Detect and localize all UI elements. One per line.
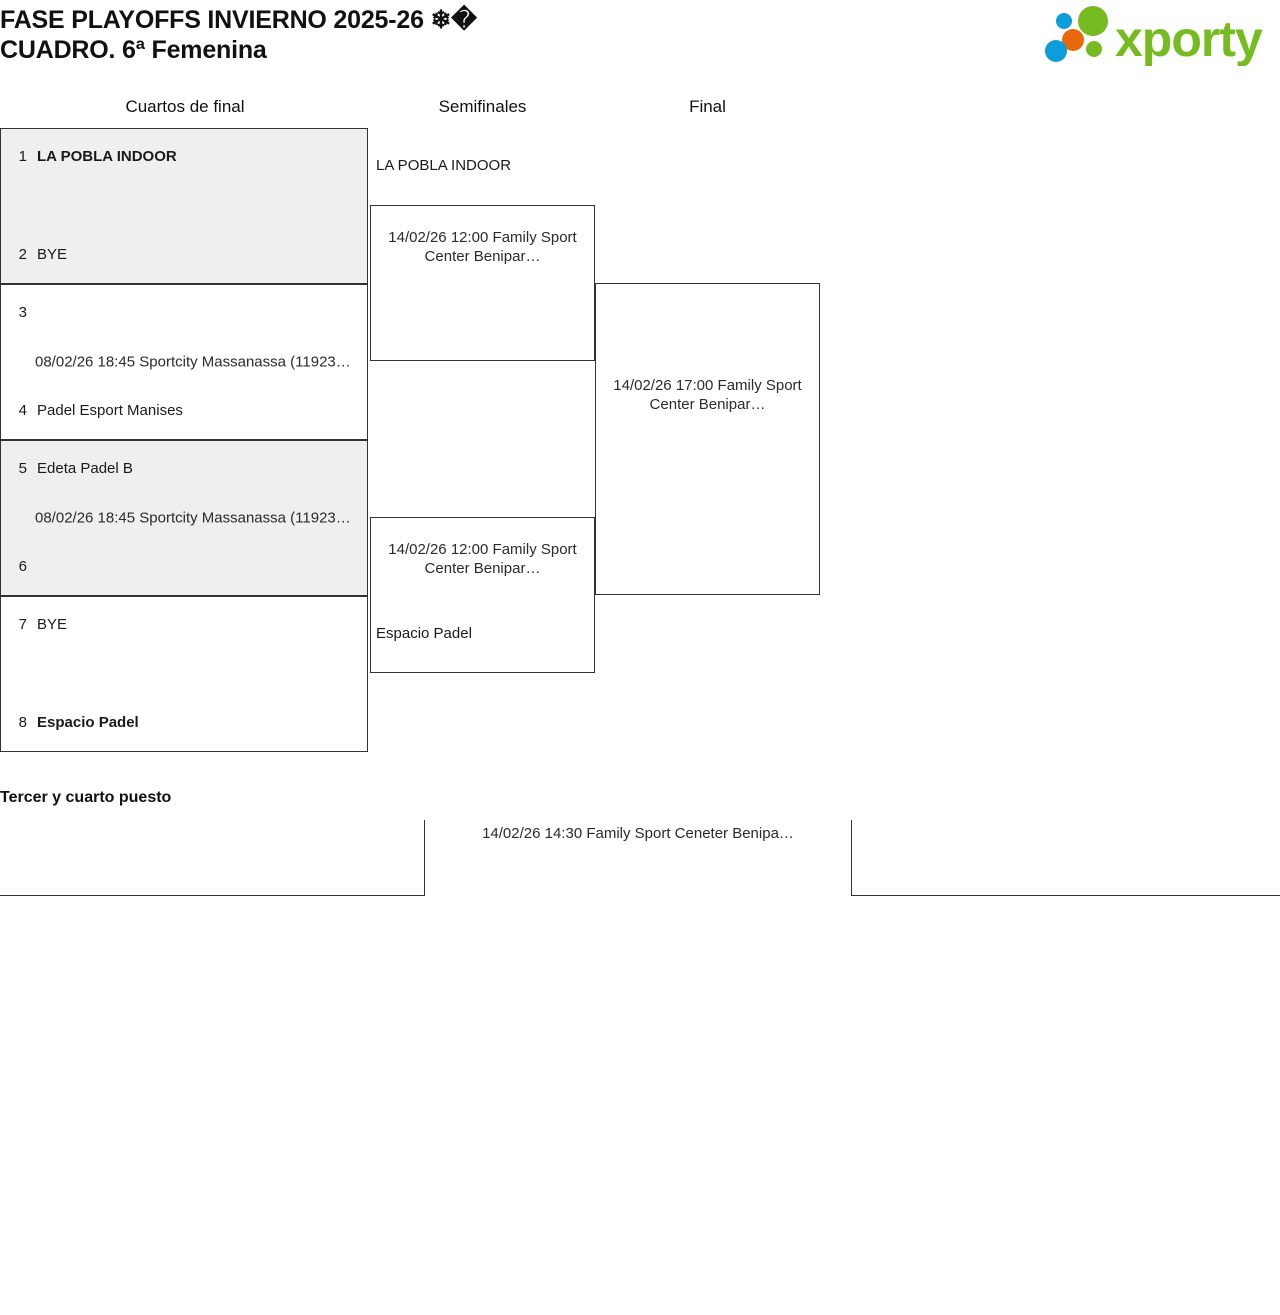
match-info: 08/02/26 18:45 Sportcity Massanassa (119… xyxy=(35,509,351,527)
seed-number: 4 xyxy=(18,402,27,419)
match-info: 14/02/26 17:00 Family Sport Center Benip… xyxy=(613,377,802,413)
quarterfinal-match-2[interactable]: 3 08/02/26 18:45 Sportcity Massanassa (1… xyxy=(0,284,368,440)
round-header-final: Final xyxy=(689,97,726,116)
seed-number: 2 xyxy=(18,246,27,263)
bracket-slot-seed-7[interactable]: 7 BYE xyxy=(1,614,367,636)
bracket-slot-seed-3[interactable]: 3 xyxy=(1,302,367,324)
team-name: Espacio Padel xyxy=(37,714,139,731)
team-name: Padel Esport Manises xyxy=(37,402,183,419)
bracket-slot-seed-1[interactable]: 1 LA POBLA INDOOR xyxy=(1,146,367,168)
page-title: FASE PLAYOFFS INVIERNO 2025-26 ❄� CUADRO… xyxy=(0,6,477,64)
third-place-match-info: 14/02/26 14:30 Family Sport Ceneter Beni… xyxy=(482,825,794,842)
team-name: Edeta Padel B xyxy=(37,460,133,477)
team-name: BYE xyxy=(37,616,68,633)
semifinal-1-advancing-team: LA POBLA INDOOR xyxy=(376,157,512,174)
bracket-slot-seed-5[interactable]: 5 Edeta Padel B xyxy=(1,458,367,480)
quarterfinal-match-1[interactable]: 1 LA POBLA INDOOR 2 BYE xyxy=(0,128,368,284)
svg-text:xporty: xporty xyxy=(1115,11,1263,66)
match-info: 08/02/26 18:45 Sportcity Massanassa (119… xyxy=(35,353,351,371)
semifinal-match-2[interactable]: 14/02/26 12:00 Family Sport Center Benip… xyxy=(370,517,595,673)
quarterfinal-match-4[interactable]: 7 BYE 8 Espacio Padel xyxy=(0,596,368,752)
third-place-left-slot[interactable] xyxy=(0,820,425,896)
bracket-slot-seed-6[interactable]: 6 xyxy=(1,556,367,578)
seed-number: 3 xyxy=(18,304,27,321)
semifinal-2-advancing-team: Espacio Padel xyxy=(376,625,472,642)
seed-number: 1 xyxy=(18,148,27,165)
page-header: FASE PLAYOFFS INVIERNO 2025-26 ❄� CUADRO… xyxy=(0,0,1280,85)
quarterfinal-match-3[interactable]: 5 Edeta Padel B 08/02/26 18:45 Sportcity … xyxy=(0,440,368,596)
bracket-slot-seed-2[interactable]: 2 BYE xyxy=(1,244,367,266)
third-place-section: Tercer y cuarto puesto 14/02/26 14:30 Fa… xyxy=(0,780,1280,910)
team-name: BYE xyxy=(37,246,68,263)
team-name: LA POBLA INDOOR xyxy=(37,148,177,165)
third-place-title: Tercer y cuarto puesto xyxy=(0,789,172,806)
seed-number: 7 xyxy=(18,616,27,633)
round-header-quarterfinals: Cuartos de final xyxy=(125,97,245,116)
match-info: 14/02/26 12:00 Family Sport Center Benip… xyxy=(388,541,577,577)
match-info: 14/02/26 12:00 Family Sport Center Benip… xyxy=(388,229,577,265)
seed-number: 5 xyxy=(18,460,27,477)
final-match[interactable]: 14/02/26 17:00 Family Sport Center Benip… xyxy=(595,283,820,595)
third-place-right-slot[interactable] xyxy=(851,820,1280,896)
round-header-semifinals: Semifinales xyxy=(438,97,527,116)
semifinal-match-1[interactable]: 14/02/26 12:00 Family Sport Center Benip… xyxy=(370,205,595,361)
bracket-slot-seed-8[interactable]: 8 Espacio Padel xyxy=(1,712,367,734)
bracket-slot-seed-4[interactable]: 4 Padel Esport Manises xyxy=(1,400,367,422)
seed-number: 6 xyxy=(18,558,27,575)
seed-number: 8 xyxy=(18,714,27,731)
xporty-logo: xporty xyxy=(1037,4,1272,66)
